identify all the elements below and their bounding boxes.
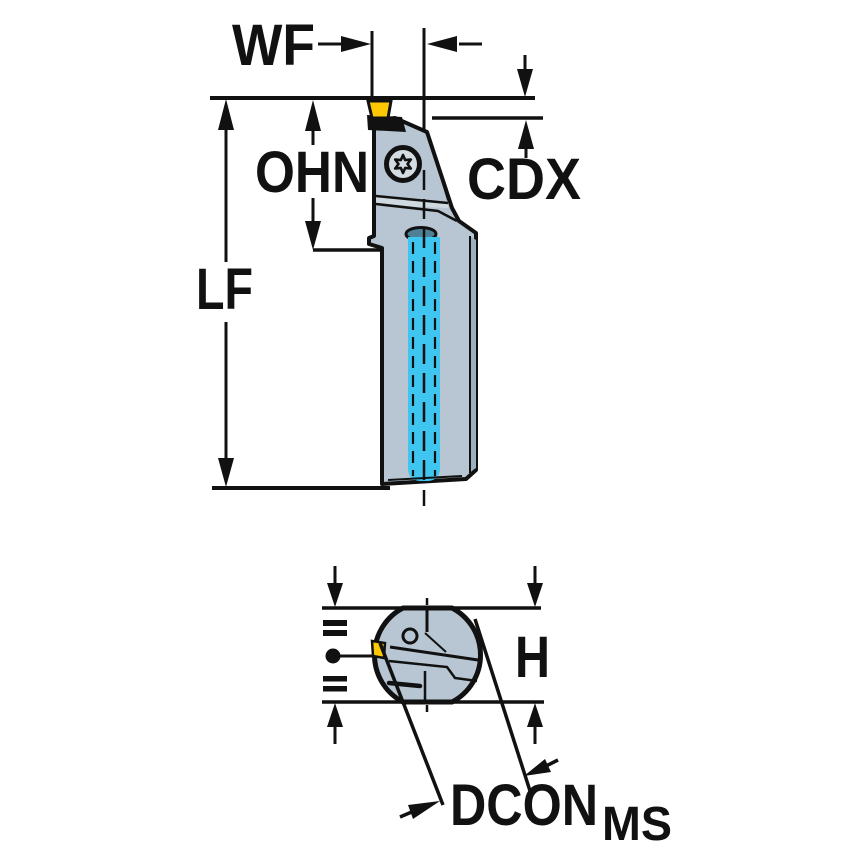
seat-line-upper (375, 194, 449, 205)
seat-line-lower (375, 202, 458, 223)
dimension-dcon: DCON MS (378, 618, 672, 851)
dcon-extension-left (378, 642, 445, 806)
dcon-arrow-right-icon (524, 759, 551, 776)
cdx-arrow-up-icon (518, 120, 534, 149)
clamp-screw (384, 145, 422, 183)
label-cdx: CDX (467, 147, 581, 212)
nose-chamfer-line (429, 139, 449, 201)
ohn-arrow-down-icon (305, 221, 321, 250)
h-arrow-down-left-icon (327, 583, 343, 607)
seat-edge-upper (389, 645, 479, 662)
dimension-cdx: CDX (467, 55, 581, 212)
cdx-arrow-down-icon (517, 69, 533, 97)
equal-mark-upper-1 (323, 620, 347, 626)
lf-arrow-up-icon (218, 99, 234, 130)
h-arrow-down-right-icon (527, 583, 543, 607)
h-arrow-up-left-icon (327, 703, 343, 727)
h-arrow-up-right-icon (527, 703, 543, 727)
dimension-lf: LF (196, 99, 390, 490)
end-view: H DCON MS (322, 566, 672, 851)
torx-icon (393, 153, 413, 175)
equal-mark-lower-2 (323, 686, 347, 692)
lf-arrow-down-icon (218, 458, 234, 487)
slot-diagonal (424, 632, 447, 653)
label-ohn: OHN (255, 140, 369, 205)
screw-hole (401, 627, 419, 645)
lower-slot-line (386, 680, 423, 689)
label-dcon-subscript: MS (602, 798, 672, 851)
shank-bevel-face (470, 236, 476, 472)
label-wf: WF (232, 13, 315, 78)
wf-arrow-left-icon (427, 36, 457, 52)
label-h: H (515, 625, 550, 690)
seat-edge-lower (388, 659, 478, 683)
cutting-insert (366, 99, 393, 120)
label-dcon: DCON (450, 773, 598, 838)
dcon-extension-right (473, 618, 533, 795)
wf-arrow-right-icon (341, 36, 371, 52)
ohn-arrow-up-icon (305, 100, 321, 131)
label-lf: LF (196, 257, 253, 322)
equal-mark-upper-2 (323, 630, 347, 636)
dimension-wf: WF (232, 13, 482, 78)
dcon-arrow-left-icon (408, 801, 440, 819)
center-height-indicator (323, 620, 372, 692)
dimension-ohn: OHN (255, 100, 382, 252)
side-view: WF CDX OHN LF (196, 13, 581, 506)
dimension-h: H (327, 566, 550, 744)
equal-mark-lower-1 (323, 676, 347, 682)
